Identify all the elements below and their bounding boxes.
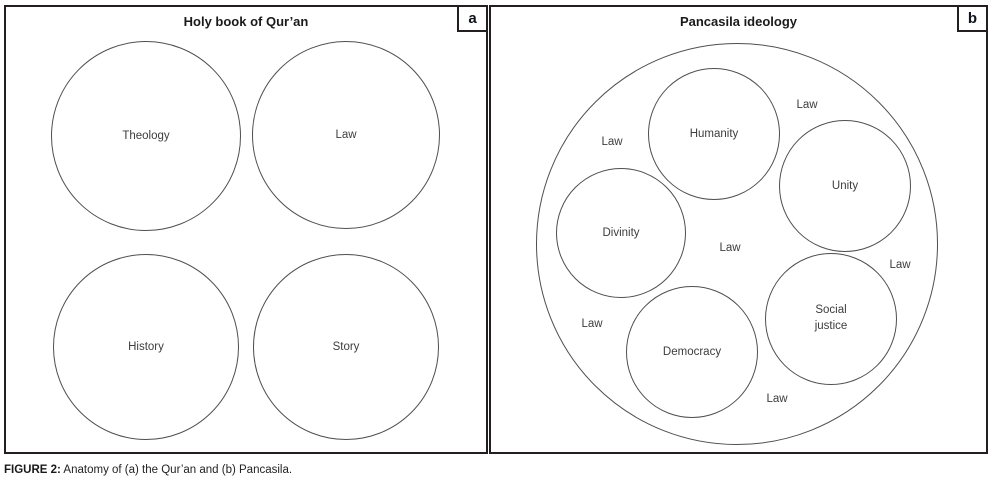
circle-humanity-label: Humanity bbox=[689, 128, 739, 140]
circle-story-label: Story bbox=[332, 341, 360, 353]
circle-social-justice: Social justice bbox=[765, 253, 897, 385]
figure-caption: FIGURE 2: Anatomy of (a) the Qur’an and … bbox=[4, 464, 292, 476]
circle-story: Story bbox=[253, 254, 439, 440]
circle-theology: Theology bbox=[51, 41, 241, 231]
panel-b-marker-letter: b bbox=[967, 10, 978, 27]
law-label-top-right: Law bbox=[796, 99, 818, 111]
panel-b-title: Pancasila ideology bbox=[679, 14, 798, 29]
panel-a-marker-letter: a bbox=[468, 10, 477, 27]
figure-caption-text: Anatomy of (a) the Qur’an and (b) Pancas… bbox=[60, 464, 293, 476]
figure-caption-number: FIGURE 2: bbox=[4, 464, 61, 476]
circle-divinity-label: Divinity bbox=[602, 227, 640, 239]
circle-divinity: Divinity bbox=[556, 168, 686, 298]
panel-b-pancasila: Pancasila ideology b Humanity Unity Divi… bbox=[489, 5, 988, 454]
law-label-lower-left: Law bbox=[581, 318, 603, 330]
circle-social-justice-label: Social justice bbox=[814, 304, 848, 332]
circle-democracy: Democracy bbox=[626, 286, 758, 418]
panel-b-marker: b bbox=[957, 5, 988, 32]
panel-a-quran: Holy book of Qur’an a Theology Law Histo… bbox=[4, 5, 488, 454]
circle-democracy-label: Democracy bbox=[662, 346, 722, 358]
law-label-bottom: Law bbox=[766, 393, 788, 405]
panel-a-title: Holy book of Qur’an bbox=[183, 14, 309, 29]
law-label-right: Law bbox=[889, 259, 911, 271]
law-label-upper-left: Law bbox=[601, 136, 623, 148]
circle-unity-label: Unity bbox=[831, 180, 859, 192]
law-label-center: Law bbox=[719, 242, 741, 254]
circle-history-label: History bbox=[128, 341, 164, 353]
circle-theology-label: Theology bbox=[122, 130, 170, 142]
panel-a-marker: a bbox=[457, 5, 488, 32]
circle-history: History bbox=[53, 254, 239, 440]
circle-unity: Unity bbox=[779, 120, 911, 252]
circle-humanity: Humanity bbox=[648, 68, 780, 200]
circle-law: Law bbox=[252, 41, 440, 229]
circle-law-label: Law bbox=[335, 129, 357, 141]
